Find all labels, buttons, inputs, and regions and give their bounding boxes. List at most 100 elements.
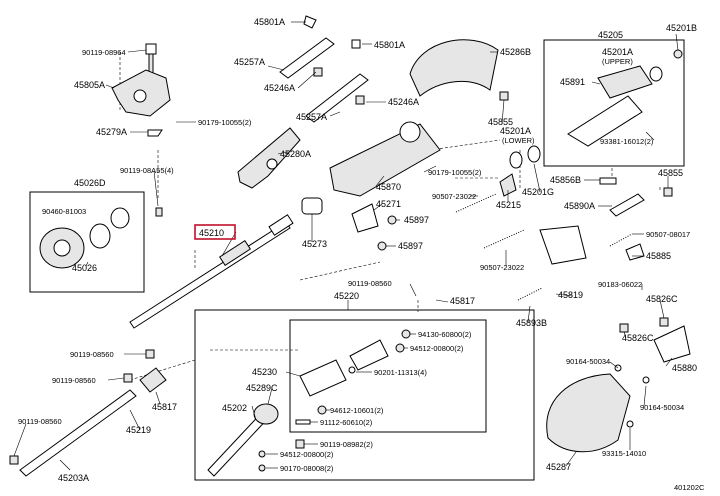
label-45801a-top[interactable]: 45801A	[254, 17, 285, 27]
label-45257a-2[interactable]: 45257A	[296, 112, 327, 122]
label-90170-08008[interactable]: 90170-08008(2)	[280, 464, 334, 473]
bushing-45826c-2-drawing	[619, 323, 629, 333]
label-45201b[interactable]: 45201B	[666, 23, 697, 33]
label-90507-08017[interactable]: 90507-08017	[646, 230, 690, 239]
label-90119-08982[interactable]: 90119-08982(2)	[320, 440, 373, 449]
label-45219[interactable]: 45219	[126, 425, 151, 435]
label-45230[interactable]: 45230	[252, 367, 277, 377]
inset-box-45220	[194, 309, 535, 481]
spring-45893b-drawing	[517, 287, 543, 301]
label-90201-11313[interactable]: 90201-11313(4)	[374, 368, 427, 377]
label-93381-16012[interactable]: 93381-16012(2)	[600, 137, 654, 146]
bolt-45201b-drawing	[673, 49, 683, 59]
label-90460-81003[interactable]: 90460-81003	[42, 207, 86, 216]
label-45286b[interactable]: 45286B	[500, 47, 531, 57]
ring-45201g-drawing	[527, 145, 541, 163]
highlight-box-45210	[194, 224, 236, 240]
label-45891[interactable]: 45891	[560, 77, 585, 87]
label-90119-08560-l2[interactable]: 90119-08560	[52, 376, 96, 385]
assembly-45026-drawing	[39, 207, 130, 269]
nut-94612-drawing	[317, 405, 327, 415]
bolt-91112-drawing	[295, 419, 311, 425]
figure-code: 401202C	[674, 483, 705, 492]
label-45289c[interactable]: 45289C	[246, 383, 278, 393]
label-45026[interactable]: 45026	[72, 263, 97, 273]
label-90119-08560-l1[interactable]: 90119-08560	[70, 350, 114, 359]
label-45220[interactable]: 45220	[334, 291, 359, 301]
label-45801a-mid[interactable]: 45801A	[374, 40, 405, 50]
label-45856b[interactable]: 45856B	[550, 175, 581, 185]
label-45893b[interactable]: 45893B	[516, 318, 547, 328]
label-90507-23022-a[interactable]: 90507-23022	[432, 192, 476, 201]
label-90119-08a55[interactable]: 90119-08A55(4)	[120, 166, 174, 175]
label-45805a[interactable]: 45805A	[74, 80, 105, 90]
label-94130-60800[interactable]: 94130-60800(2)	[418, 330, 472, 339]
label-45246a-2[interactable]: 45246A	[388, 97, 419, 107]
label-90179-10055-a[interactable]: 90179-10055(2)	[198, 118, 252, 127]
label-45205[interactable]: 45205	[598, 30, 623, 40]
label-45210[interactable]: 45210	[199, 228, 224, 238]
label-45897-1[interactable]: 45897	[404, 215, 429, 225]
plate-45885-drawing	[625, 243, 645, 261]
label-45890a[interactable]: 45890A	[564, 201, 595, 211]
bolt-90119-08560-l3-drawing	[9, 455, 19, 465]
label-45885[interactable]: 45885	[646, 251, 671, 261]
label-45287[interactable]: 45287	[546, 462, 571, 472]
bracket-45280a-drawing	[237, 127, 301, 189]
label-90179-10055-b[interactable]: 90179-10055(2)	[428, 168, 482, 177]
label-45880[interactable]: 45880	[672, 363, 697, 373]
label-90164-50034-b[interactable]: 90164-50034	[640, 403, 684, 412]
bolt-45897-1-drawing	[387, 215, 397, 225]
label-91112-60610[interactable]: 91112-60610(2)	[320, 418, 373, 427]
label-upper: (UPPER)	[602, 57, 633, 66]
yoke-45220-drawing	[349, 339, 389, 371]
label-45215[interactable]: 45215	[496, 200, 521, 210]
label-90507-23022-b[interactable]: 90507-23022	[480, 263, 524, 272]
label-45870[interactable]: 45870	[376, 182, 401, 192]
bushing-45273-drawing	[301, 197, 323, 215]
label-45826c-2[interactable]: 45826C	[622, 333, 654, 343]
label-90119-08964[interactable]: 90119-08964	[82, 48, 126, 57]
lever-45890a-drawing	[609, 193, 645, 217]
label-45280a[interactable]: 45280A	[280, 149, 311, 159]
label-45819[interactable]: 45819	[558, 290, 583, 300]
label-94612-10601[interactable]: 94612-10601(2)	[330, 406, 384, 415]
label-45817-2[interactable]: 45817	[152, 402, 177, 412]
label-45855-1[interactable]: 45855	[488, 117, 513, 127]
label-45201a-upper[interactable]: 45201A	[602, 47, 633, 57]
label-45817-1[interactable]: 45817	[450, 296, 475, 306]
label-45855-2[interactable]: 45855	[658, 168, 683, 178]
screw-90164-50034-b-drawing	[642, 376, 650, 384]
bolt-45855-1-drawing	[499, 91, 509, 101]
clip-45279a-drawing	[147, 129, 163, 137]
label-90183-06022[interactable]: 90183-06022	[598, 280, 642, 289]
label-45279a[interactable]: 45279A	[96, 127, 127, 137]
label-93315-14010[interactable]: 93315-14010	[602, 449, 646, 458]
part-labels: 45801A 45801A 45205 45201B 90119-08964 4…	[18, 17, 705, 492]
label-45271[interactable]: 45271	[376, 199, 401, 209]
label-45826c-1[interactable]: 45826C	[646, 294, 678, 304]
label-45203a[interactable]: 45203A	[58, 473, 89, 483]
inset-box-45205	[543, 39, 685, 167]
leader-lines	[13, 21, 679, 471]
label-45257a-1[interactable]: 45257A	[234, 57, 265, 67]
label-45897-2[interactable]: 45897	[398, 241, 423, 251]
label-90119-08560-l3[interactable]: 90119-08560	[18, 417, 62, 426]
label-45201g[interactable]: 45201G	[522, 187, 554, 197]
bracket-45819-drawing	[539, 225, 587, 265]
label-45202[interactable]: 45202	[222, 403, 247, 413]
pin-45856b-drawing	[599, 177, 617, 185]
label-90119-08560-top[interactable]: 90119-08560	[348, 279, 392, 288]
label-lower: (LOWER)	[502, 136, 535, 145]
label-94512-00800-a[interactable]: 94512-00800(2)	[410, 344, 464, 353]
washer-94512-b-drawing	[258, 450, 266, 458]
label-45246a-1[interactable]: 45246A	[264, 83, 295, 93]
label-45273[interactable]: 45273	[302, 239, 327, 249]
cover-45287-drawing	[546, 373, 631, 453]
label-45026d[interactable]: 45026D	[74, 178, 106, 188]
label-94512-00800-b[interactable]: 94512-00800(2)	[280, 450, 334, 459]
reference-lines	[119, 52, 661, 381]
label-90164-50034-a[interactable]: 90164-50034	[566, 357, 610, 366]
label-45201a-lower[interactable]: 45201A	[500, 126, 531, 136]
bolt-90119-08560-l1-drawing	[145, 349, 155, 359]
